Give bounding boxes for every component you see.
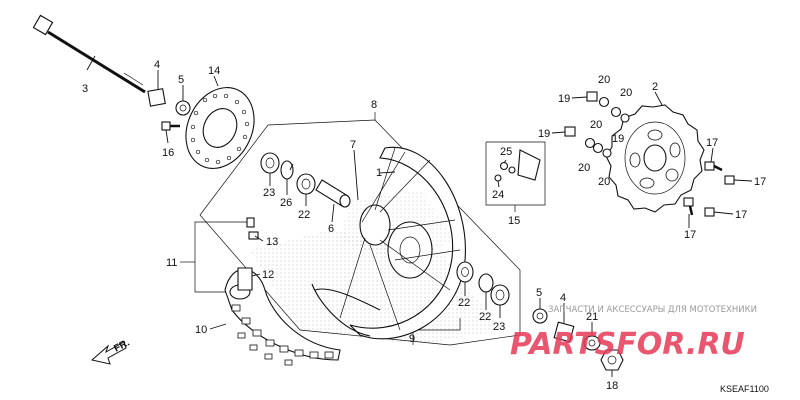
adjuster-plate-right	[532, 308, 575, 343]
callout-16: 16	[162, 147, 174, 159]
callout-18: 18	[606, 380, 618, 392]
callout-22-right-a: 22	[458, 297, 470, 309]
callout-15: 15	[508, 215, 520, 227]
callout-17-b: 17	[754, 176, 766, 188]
callout-4-left: 4	[154, 59, 160, 71]
right-bearings	[456, 261, 510, 306]
callout-17-d: 17	[735, 209, 747, 221]
damper-group	[494, 149, 541, 182]
sprocket	[605, 104, 705, 213]
callout-19-b: 19	[538, 128, 550, 140]
callout-5-left: 5	[178, 74, 184, 86]
callout-23-right: 23	[493, 321, 505, 333]
callout-6: 6	[328, 223, 334, 235]
callout-8: 8	[371, 99, 377, 111]
front-marker-text: FR.	[112, 337, 132, 354]
callout-20-c: 20	[590, 119, 602, 131]
callout-17-c: 17	[684, 229, 696, 241]
callout-2: 2	[652, 81, 658, 93]
callout-12: 12	[262, 269, 274, 281]
callout-25: 25	[500, 146, 512, 158]
callout-19-a: 19	[558, 93, 570, 105]
tire	[224, 268, 341, 366]
callout-1: 1	[376, 167, 382, 179]
axle-nut	[583, 335, 624, 371]
watermark: ЗАПЧАСТИ И АКСЕССУАРЫ ДЛЯ МОТОТЕХНИКИ PA…	[510, 305, 757, 362]
left-bearings	[260, 152, 316, 195]
callout-labels: 1 2 3 4 4 5 5 6 7 8 9 10 11 12 13 14 15 …	[82, 59, 766, 392]
front-direction-arrow: FR.	[90, 337, 132, 365]
sprocket-fasteners	[564, 91, 735, 217]
callout-9: 9	[409, 333, 415, 345]
leader-lines	[86, 55, 753, 377]
callout-19-c: 19	[612, 133, 624, 145]
callout-4-right: 4	[560, 292, 566, 304]
disc-bolt	[161, 121, 180, 131]
callout-24: 24	[492, 189, 504, 201]
rim-and-hub	[311, 146, 466, 340]
group-boxes	[180, 112, 546, 346]
callout-26: 26	[280, 197, 292, 209]
callout-22-left: 22	[298, 209, 310, 221]
callout-5-right: 5	[536, 287, 542, 299]
callout-7: 7	[350, 139, 356, 151]
adjuster-plate-left	[147, 88, 191, 116]
callout-10: 10	[195, 324, 207, 336]
distance-collar	[315, 179, 351, 208]
callout-3: 3	[82, 83, 88, 95]
callout-11: 11	[166, 257, 177, 269]
callout-23-left: 23	[263, 187, 275, 199]
watermark-caption: ЗАПЧАСТИ И АКСЕССУАРЫ ДЛЯ МОТОТЕХНИКИ	[548, 305, 757, 315]
callout-22-right-b: 22	[479, 311, 491, 323]
callout-21: 21	[586, 311, 598, 323]
diagram-code: KSEAF1100	[720, 384, 769, 394]
callout-14: 14	[208, 65, 220, 77]
axle-part	[32, 14, 146, 94]
callout-17-a: 17	[706, 137, 718, 149]
callout-13: 13	[266, 236, 278, 248]
callout-20-a: 20	[598, 74, 610, 86]
brake-disc	[185, 87, 255, 169]
callout-20-e: 20	[598, 176, 610, 188]
callout-20-b: 20	[620, 87, 632, 99]
watermark-logo: PARTSFOR.RU	[510, 327, 745, 362]
valve-and-band	[237, 217, 259, 291]
callout-20-d: 20	[578, 162, 590, 174]
